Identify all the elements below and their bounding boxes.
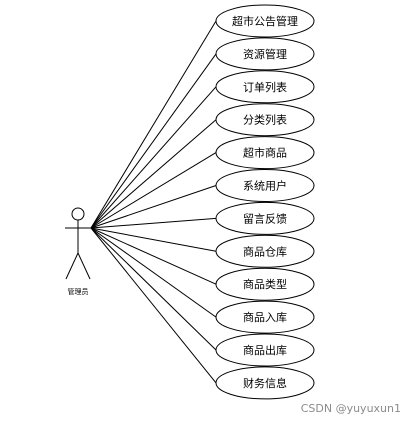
use-case-ellipse	[215, 37, 315, 71]
use-case-label: 留言反馈	[243, 212, 287, 225]
use-case-ellipse	[215, 169, 315, 202]
use-case-ellipse	[215, 103, 315, 137]
association-line	[90, 227, 217, 384]
use-case-label: 资源管理	[243, 47, 287, 61]
use-case: 资源管理	[215, 37, 315, 71]
use-case-ellipse	[215, 136, 315, 170]
association-line	[90, 227, 217, 252]
use-case-label: 超市公告管理	[232, 14, 298, 28]
use-case: 商品出库	[215, 333, 315, 367]
association-line	[90, 227, 217, 318]
association-line	[90, 227, 217, 351]
use-case-ellipse	[215, 333, 315, 367]
use-case: 订单列表	[215, 70, 315, 104]
association-line	[90, 20, 217, 229]
use-case: 超市公告管理	[215, 4, 315, 38]
use-case: 商品入库	[215, 300, 315, 334]
association-lines	[90, 20, 217, 384]
use-case-ellipse	[215, 201, 315, 235]
use-case-ellipse	[215, 267, 315, 301]
use-case: 留言反馈	[215, 201, 315, 235]
use-case: 财务信息	[215, 366, 315, 400]
use-case-label: 分类列表	[243, 113, 287, 127]
association-line	[90, 217, 217, 229]
use-case-label: 商品出库	[243, 343, 287, 357]
use-case-ellipse	[215, 300, 315, 334]
use-case-ellipse	[215, 366, 315, 400]
use-case-label: 超市商品	[243, 146, 287, 160]
use-case-ellipse	[215, 4, 315, 38]
association-line	[90, 119, 217, 229]
use-case-list: 超市公告管理资源管理订单列表分类列表超市商品系统用户留言反馈商品仓库商品类型商品…	[215, 4, 315, 400]
use-case-label: 系统用户	[243, 179, 287, 193]
use-case: 商品类型	[215, 267, 315, 301]
actor-label: 管理员	[68, 287, 89, 296]
use-case: 超市商品	[215, 136, 315, 170]
association-line	[90, 227, 217, 285]
association-line	[90, 53, 217, 229]
actor-right-leg	[77, 252, 91, 280]
use-case: 系统用户	[215, 169, 315, 202]
actor-admin: 管理员	[65, 207, 91, 296]
use-case: 分类列表	[215, 103, 315, 137]
actor-left-leg	[65, 252, 79, 280]
watermark: CSDN @yuyuxun1	[301, 402, 401, 415]
association-line	[90, 185, 217, 229]
use-case-label: 财务信息	[243, 376, 287, 390]
use-case-label: 商品仓库	[243, 244, 287, 258]
use-case-ellipse	[215, 234, 315, 268]
actor-head	[71, 207, 85, 221]
association-line	[90, 86, 217, 229]
use-case-ellipse	[215, 70, 315, 104]
use-case: 商品仓库	[215, 234, 315, 268]
association-line	[90, 152, 217, 229]
use-case-label: 订单列表	[243, 80, 287, 94]
use-case-label: 商品入库	[243, 310, 287, 324]
use-case-label: 商品类型	[243, 277, 287, 291]
